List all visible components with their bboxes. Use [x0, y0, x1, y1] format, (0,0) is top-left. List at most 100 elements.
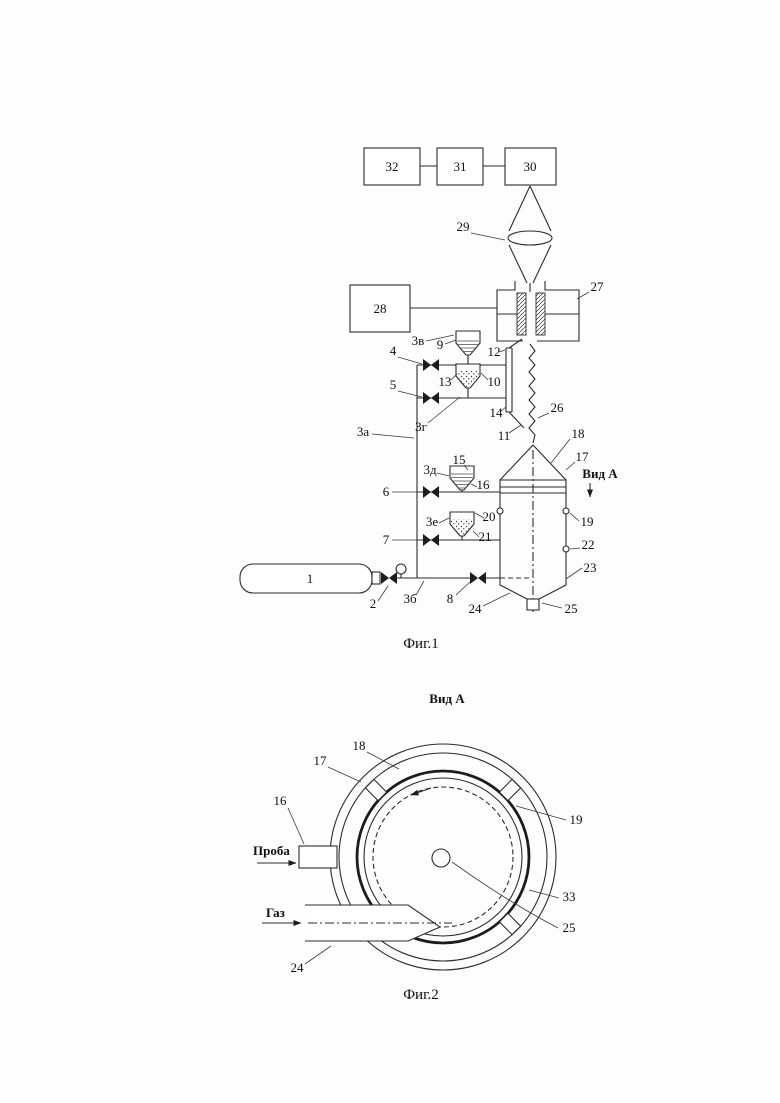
label-1: 1 — [307, 571, 314, 586]
leader-f2-33 — [528, 889, 560, 899]
leader-13 — [450, 373, 458, 381]
leader-18 — [550, 438, 571, 464]
leader-15 — [463, 464, 469, 471]
valve-8-icon — [470, 572, 486, 584]
sample-inlet-label: Проба — [253, 843, 290, 858]
leader-f2-16 — [287, 807, 305, 845]
leader-22 — [569, 547, 581, 550]
furnace-housing — [496, 281, 580, 342]
furnace-electrode-right — [535, 292, 546, 336]
label-3v: 3в — [412, 333, 425, 348]
regulator-gauge-icon — [395, 563, 407, 575]
leader-3e — [438, 517, 450, 524]
leader-8 — [455, 581, 471, 596]
label-28: 28 — [374, 301, 387, 316]
leader-f2-19 — [515, 805, 567, 821]
valve-6-icon — [423, 486, 439, 498]
valve-7-icon — [423, 534, 439, 546]
housing-inner-circle — [338, 752, 548, 962]
chamber-port-left — [496, 507, 504, 515]
gas-inlet-label: Газ — [266, 905, 285, 920]
label-8: 8 — [447, 591, 454, 606]
leader-20 — [474, 512, 485, 519]
label-3e: 3е — [426, 514, 439, 529]
label-29: 29 — [457, 219, 470, 234]
leader-21 — [472, 530, 480, 538]
label-17: 17 — [576, 449, 590, 464]
label-3g: 3г — [415, 419, 427, 434]
block-28-box — [349, 284, 411, 333]
label-24: 24 — [469, 601, 483, 616]
leader-16 — [470, 483, 478, 488]
leader-19 — [569, 512, 580, 522]
label-4: 4 — [390, 343, 397, 358]
leader-27 — [576, 291, 590, 300]
block-30-box — [504, 147, 557, 186]
transfer-capillary: 26 11 12 14 — [488, 338, 564, 444]
label-f2-33: 33 — [563, 889, 576, 904]
chamber-ring-thick — [355, 769, 531, 945]
valve-5-icon — [423, 392, 439, 404]
label-23: 23 — [584, 560, 597, 575]
label-25: 25 — [565, 601, 578, 616]
power-block: 28 — [349, 284, 497, 333]
furnace-electrode-left — [516, 292, 527, 336]
cyclone-top-view — [298, 743, 557, 971]
gas-supply: 1 2 3б 8 — [239, 563, 500, 611]
block-32-box — [363, 147, 421, 186]
label-6: 6 — [383, 484, 390, 499]
label-9: 9 — [437, 337, 444, 352]
vessel-1-liquid — [457, 338, 479, 354]
label-3b: 3б — [403, 591, 417, 606]
leader-29 — [470, 232, 506, 241]
transfer-tube — [505, 338, 525, 429]
chamber-ring-inner — [363, 777, 523, 937]
leader-f2-24 — [304, 945, 332, 965]
chamber-outlet — [526, 598, 540, 611]
label-31: 31 — [454, 159, 467, 174]
leader-24 — [482, 592, 511, 607]
optics: 29 — [457, 185, 553, 292]
label-18: 18 — [572, 426, 585, 441]
valve-4-icon — [423, 359, 439, 371]
leader-3b — [415, 580, 425, 596]
leader-3a — [371, 433, 415, 439]
label-f2-16: 16 — [274, 793, 288, 808]
label-f2-17: 17 — [314, 753, 328, 768]
label-32: 32 — [386, 159, 399, 174]
figure-2-title: Вид А — [429, 691, 465, 706]
vessel-3-liquid — [451, 473, 473, 489]
leader-26 — [537, 412, 550, 419]
cylinder-neck — [371, 571, 381, 585]
label-27: 27 — [591, 279, 605, 294]
label-2: 2 — [370, 596, 377, 611]
vessel-4-powder — [451, 519, 473, 535]
label-21: 21 — [479, 529, 492, 544]
vessel-2-powder — [457, 371, 479, 387]
figure-1: 32 31 30 29 27 28 26 — [239, 147, 618, 652]
label-20: 20 — [483, 509, 496, 524]
leader-12 — [498, 349, 506, 353]
label-f2-24: 24 — [291, 960, 305, 975]
label-f2-19: 19 — [570, 812, 583, 827]
leader-f2-18 — [366, 751, 400, 770]
label-3a: 3а — [357, 424, 370, 439]
sample-inlet-stub — [298, 845, 338, 869]
lug-bottom-right — [498, 912, 522, 936]
figure-1-caption: Фиг.1 — [403, 636, 439, 652]
center-outlet-circle — [431, 848, 451, 868]
lug-top-right — [498, 778, 522, 802]
valve-2-icon — [381, 572, 397, 584]
label-14: 14 — [490, 405, 504, 420]
leader-23 — [565, 567, 583, 580]
label-15: 15 — [453, 452, 466, 467]
label-7: 7 — [383, 532, 390, 547]
leader-5 — [397, 390, 423, 398]
light-path-cone — [508, 185, 552, 292]
dosing-unit: 4 5 6 7 3в 9 13 10 3г 3а 3д 15 16 — [357, 330, 506, 578]
leader-f2-17 — [327, 766, 362, 783]
leader-2 — [377, 585, 389, 602]
figure-2-annotations: Проба Газ 17 18 16 19 33 25 24 — [253, 738, 583, 975]
swirl-direction-arrow-icon — [410, 787, 432, 796]
